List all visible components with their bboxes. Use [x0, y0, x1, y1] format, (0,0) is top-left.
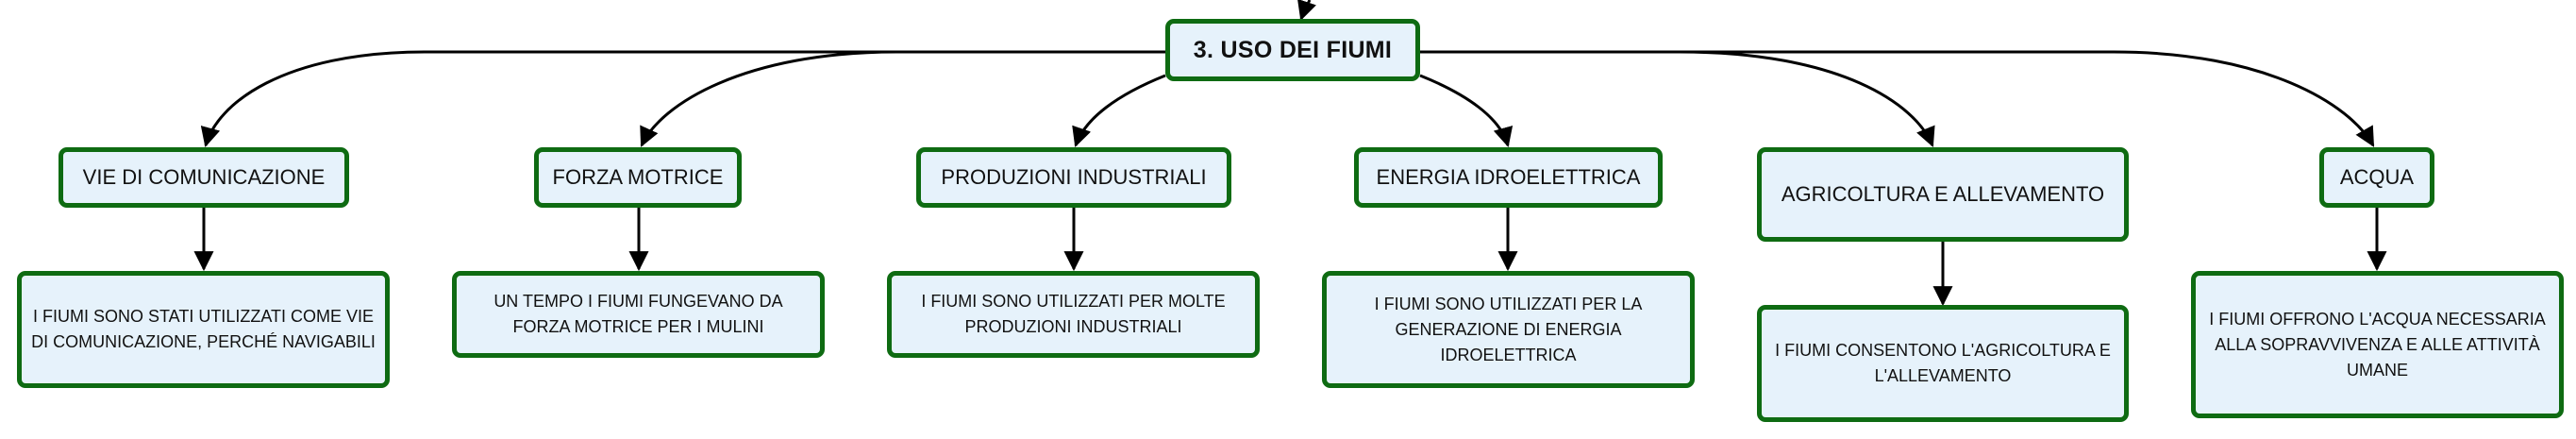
incoming-connector — [1297, 0, 1316, 21]
description-node-forza-motrice: UN TEMPO I FIUMI FUNGEVANO DA FORZA MOTR… — [452, 271, 825, 358]
description-node-produzioni-industriali: I FIUMI SONO UTILIZZATI PER MOLTE PRODUZ… — [887, 271, 1260, 358]
description-node-acqua: I FIUMI OFFRONO L'ACQUA NECESSARIA ALLA … — [2191, 271, 2564, 418]
category-node-forza-motrice: FORZA MOTRICE — [534, 147, 742, 208]
category-node-energia-idroelettrica: ENERGIA IDROELETTRICA — [1354, 147, 1663, 208]
category-node-agricoltura-e-allevamento: AGRICOLTURA E ALLEVAMENTO — [1757, 147, 2129, 242]
connector-root-to-produzioni — [1072, 74, 1166, 147]
connector-root-to-energia — [1419, 74, 1514, 148]
connector-root-to-agricoltura — [1420, 50, 1935, 147]
description-node-agricoltura-e-allevamento: I FIUMI CONSENTONO L'AGRICOLTURA E L'ALL… — [1757, 305, 2129, 422]
root-node: 3. USO DEI FIUMI — [1165, 19, 1420, 81]
category-node-vie-di-comunicazione: VIE DI COMUNICAZIONE — [59, 147, 349, 208]
connector-root-to-forza — [640, 50, 1165, 147]
category-node-acqua: ACQUA — [2319, 147, 2434, 208]
connector-root-to-acqua — [1420, 50, 2375, 147]
description-node-vie-di-comunicazione: I FIUMI SONO STATI UTILIZZATI COME VIE D… — [17, 271, 390, 388]
description-node-energia-idroelettrica: I FIUMI SONO UTILIZZATI PER LA GENERAZIO… — [1322, 271, 1695, 388]
category-node-produzioni-industriali: PRODUZIONI INDUSTRIALI — [916, 147, 1231, 208]
connector-root-to-vie — [200, 50, 1165, 148]
